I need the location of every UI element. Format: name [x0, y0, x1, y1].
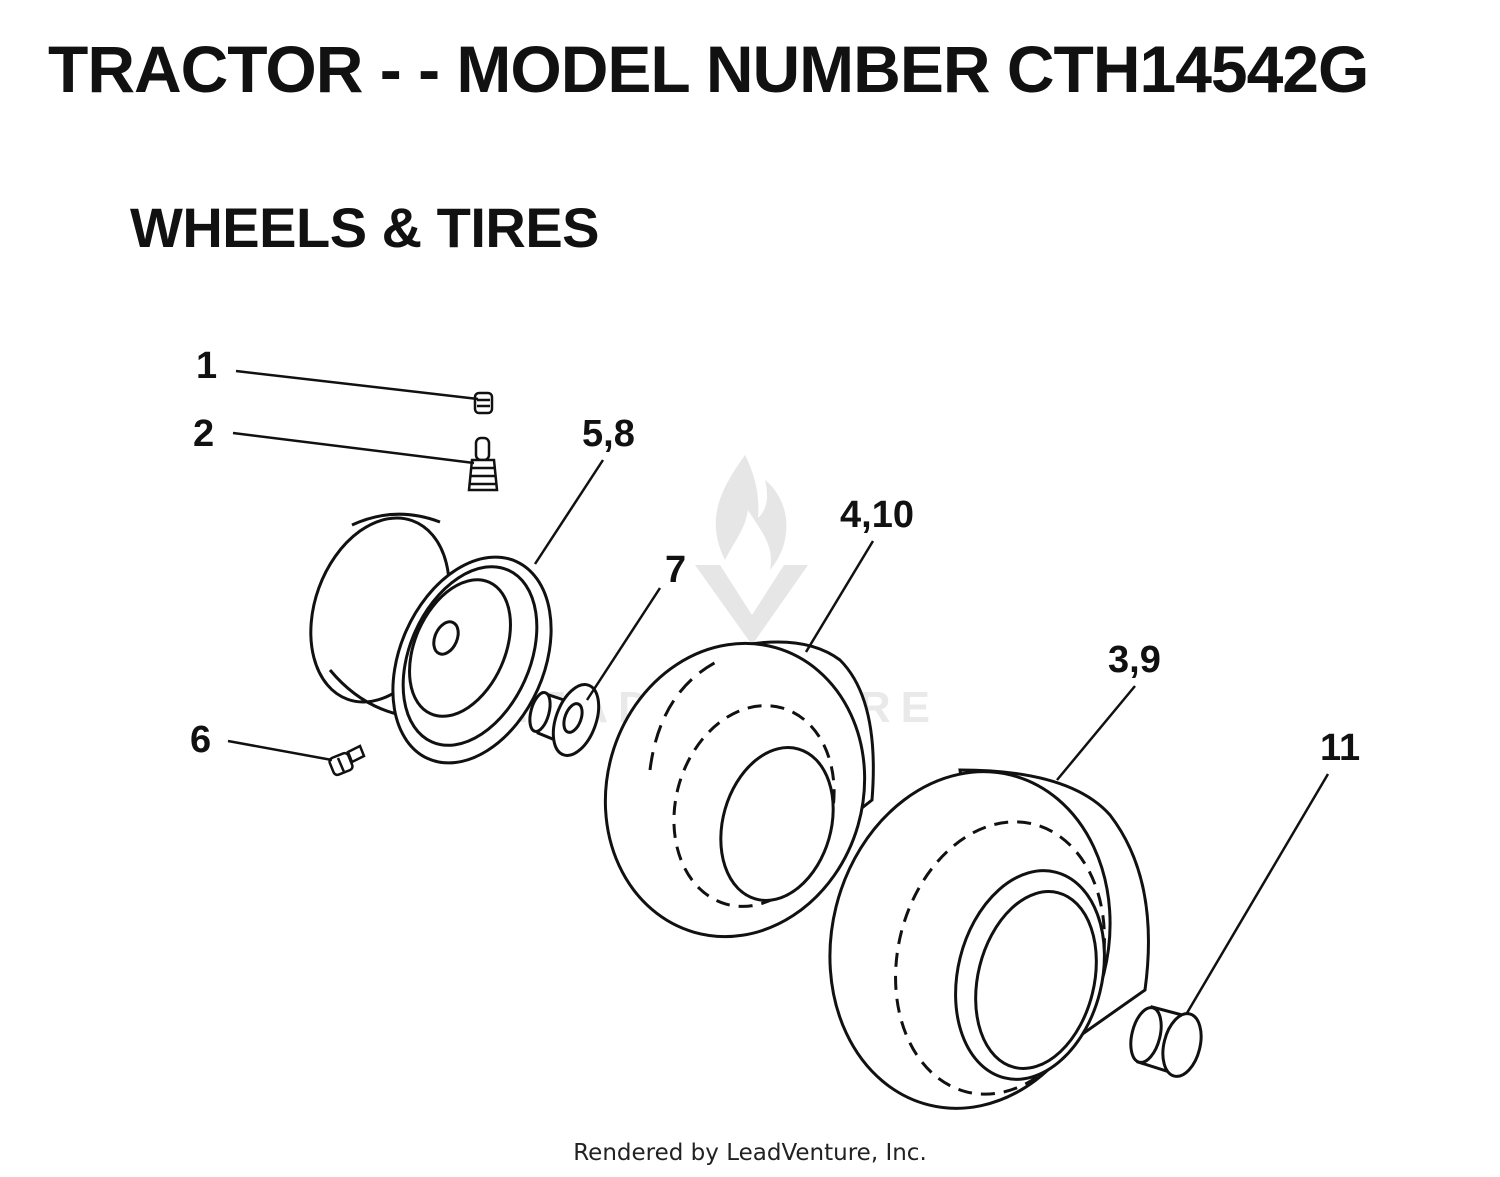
watermark-flame-icon	[715, 455, 787, 570]
footer-credit: Rendered by LeadVenture, Inc.	[573, 1140, 927, 1166]
leader-lines	[227, 369, 1330, 1014]
callout-11: 11	[1320, 727, 1360, 769]
callout-4-10: 4,10	[840, 494, 914, 536]
leader-line-7	[585, 587, 662, 701]
callout-3-9: 3,9	[1108, 639, 1161, 681]
watermark-v-icon	[695, 565, 808, 645]
wheel-rim-part	[309, 512, 553, 765]
valve-stem-part	[467, 436, 499, 492]
grease-fitting-part	[328, 744, 366, 777]
diagram-title: TRACTOR - - MODEL NUMBER CTH14542G	[48, 32, 1369, 106]
leader-line-5-8	[533, 459, 605, 565]
callout-1: 1	[196, 345, 217, 387]
callout-6: 6	[190, 719, 211, 761]
leader-line-2	[232, 431, 475, 465]
front-tire-part	[603, 640, 875, 939]
callout-5-8: 5,8	[582, 413, 635, 455]
leader-line-6	[227, 739, 333, 762]
callout-2: 2	[193, 413, 214, 455]
bushing-part	[528, 683, 601, 757]
hub-cap-part	[1129, 1005, 1203, 1078]
valve-cap-part	[473, 391, 494, 415]
callout-7: 7	[665, 549, 686, 591]
leader-line-1	[235, 369, 479, 401]
section-title: WHEELS & TIRES	[130, 196, 600, 259]
rear-tire-part	[828, 768, 1150, 1110]
leader-line-4-10	[804, 540, 875, 653]
leader-line-3-9	[1056, 685, 1136, 781]
leader-line-11	[1185, 773, 1330, 1014]
